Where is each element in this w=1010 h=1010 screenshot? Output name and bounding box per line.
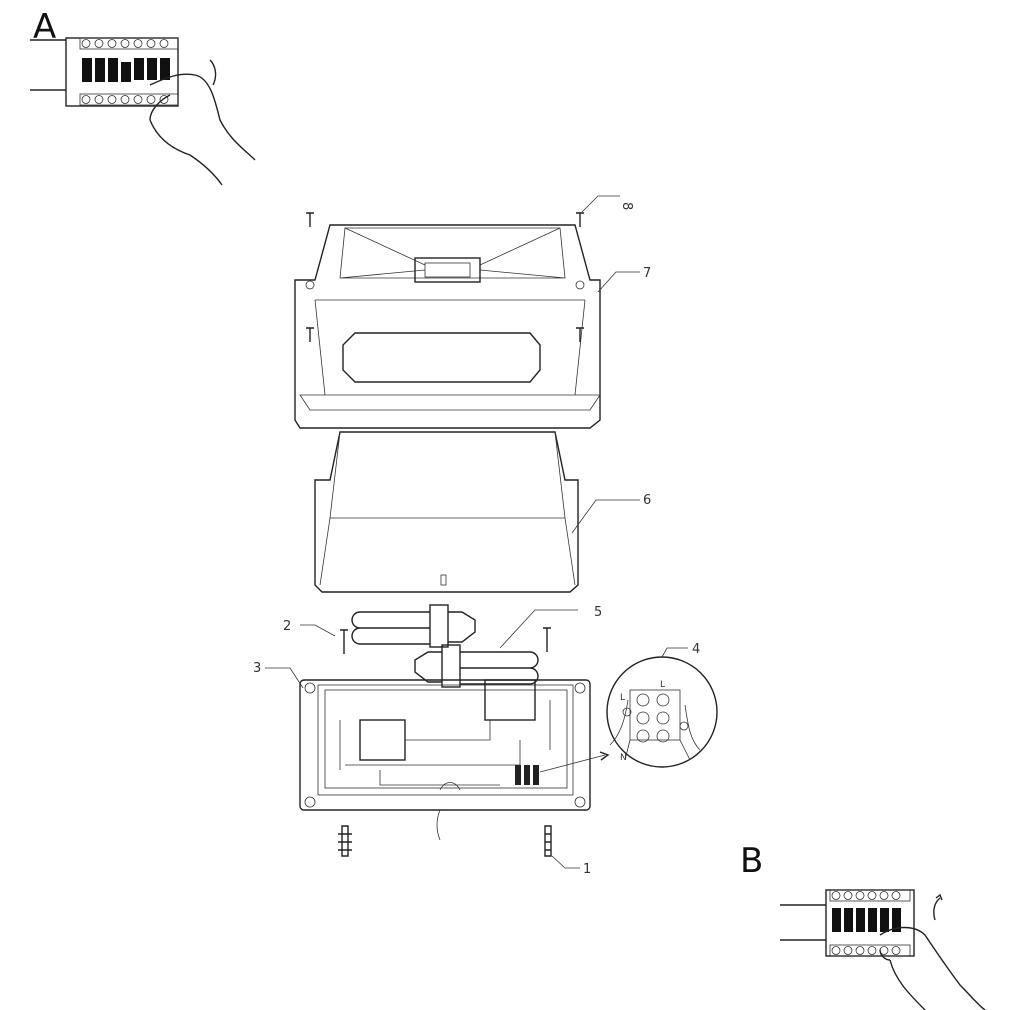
label-4: 4 xyxy=(692,642,700,657)
terminal-block-inset: L L N 4 xyxy=(606,642,718,768)
panel-b-label: B xyxy=(740,841,763,881)
mounting-screws: 2 xyxy=(283,619,551,654)
breaker-switches xyxy=(82,58,170,82)
panel-a-breaker-off: A xyxy=(30,7,256,186)
base-housing: 3 xyxy=(253,661,610,841)
label-1: 1 xyxy=(583,862,591,877)
panel-b-breaker-on: B xyxy=(740,841,986,1010)
cover-frame: 7 xyxy=(294,224,651,429)
cover-screws: 8 xyxy=(306,195,634,342)
lamps: 5 xyxy=(351,604,602,688)
inset-label-l-left: L xyxy=(620,693,625,703)
label-8: 8 xyxy=(619,202,634,210)
label-3: 3 xyxy=(253,661,261,676)
label-2: 2 xyxy=(283,619,291,634)
label-6: 6 xyxy=(643,493,651,508)
inset-label-l-top: L xyxy=(660,680,665,690)
wall-plugs: 1 xyxy=(338,825,591,877)
diffuser: 6 xyxy=(314,431,651,593)
inset-label-n: N xyxy=(620,753,627,763)
label-5: 5 xyxy=(594,605,602,620)
label-7: 7 xyxy=(643,266,651,281)
panel-a-label: A xyxy=(33,7,56,47)
breaker-terminals-top xyxy=(79,37,179,106)
